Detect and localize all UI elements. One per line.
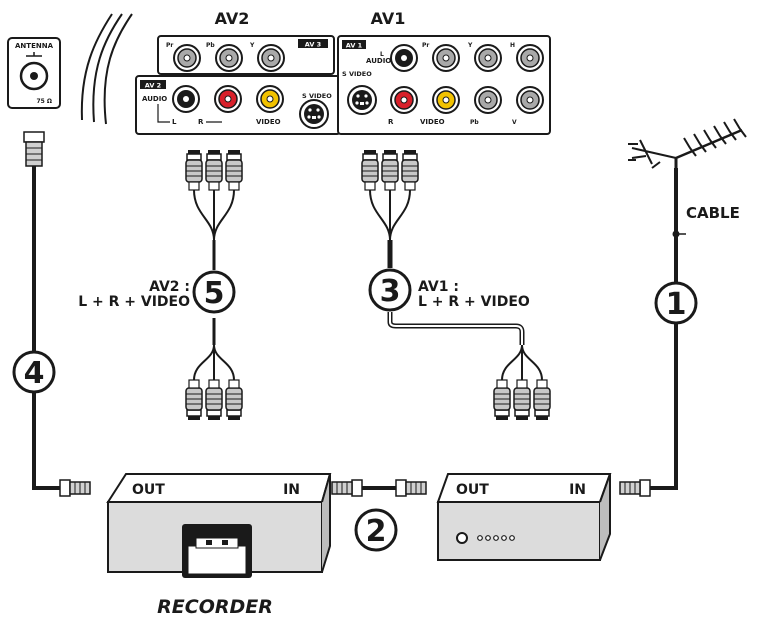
av1-audio-l-jack[interactable] bbox=[390, 44, 418, 72]
aerial-antenna-icon bbox=[628, 118, 747, 169]
receiver-dots-icon bbox=[477, 535, 515, 541]
av1-v-label: V bbox=[512, 119, 517, 126]
av1-pb-jack[interactable] bbox=[474, 86, 502, 114]
receiver-device: OUT IN bbox=[436, 473, 612, 561]
receiver-out-label: OUT bbox=[456, 482, 489, 498]
recorder-device: OUT IN bbox=[106, 473, 332, 578]
step-2-badge: 2 bbox=[354, 508, 398, 552]
av1-y-label: Y bbox=[467, 42, 473, 49]
av1-h-label: H bbox=[510, 42, 515, 49]
av2-connection-sublabel: L + R + VIDEO bbox=[78, 294, 190, 310]
av2-audio-r-jack[interactable] bbox=[214, 85, 242, 113]
av1-l-label: L bbox=[380, 51, 384, 58]
aerial-cable bbox=[650, 168, 678, 490]
av1-svideo-label: S VIDEO bbox=[342, 70, 372, 78]
av3-pb-jack[interactable] bbox=[215, 44, 243, 72]
av2-connection-label: AV2 : bbox=[149, 279, 190, 295]
av3-pr-label: Pr bbox=[166, 42, 173, 49]
recorder-out-label: OUT bbox=[132, 482, 165, 498]
recorder-out-plug bbox=[59, 479, 91, 497]
av2-video-jack[interactable] bbox=[256, 85, 284, 113]
av1-cable bbox=[361, 149, 551, 421]
step-5-number: 5 bbox=[204, 276, 225, 311]
av1-h-jack[interactable] bbox=[516, 44, 544, 72]
step-4-number: 4 bbox=[24, 356, 45, 391]
recorder-label: RECORDER bbox=[157, 596, 273, 618]
av1-video-label: VIDEO bbox=[420, 118, 445, 126]
tv-rear-panel: AV2 AV1 AV 3 Pr Pb Y AV 2 AUDIO L R VIDE… bbox=[135, 9, 551, 135]
wall-curves-icon bbox=[80, 13, 133, 125]
av2-video-label: VIDEO bbox=[256, 118, 281, 126]
av1-connection-label: AV1 : bbox=[418, 279, 459, 295]
av2-r-label: R bbox=[198, 118, 204, 126]
av1-connection-sublabel: L + R + VIDEO bbox=[418, 294, 530, 310]
av1-title: AV1 bbox=[371, 9, 406, 28]
av1-tag: AV 1 bbox=[346, 42, 363, 50]
antenna-socket[interactable]: ANTENNA 75 Ω bbox=[7, 37, 61, 109]
av1-y-jack[interactable] bbox=[474, 44, 502, 72]
antenna-label: ANTENNA bbox=[15, 42, 54, 50]
av3-tag: AV 3 bbox=[305, 41, 321, 49]
step-4-badge: 4 bbox=[12, 350, 56, 394]
av2-audio-label: AUDIO bbox=[142, 95, 167, 103]
av2-l-label: L bbox=[172, 118, 177, 126]
av2-audio-l-jack[interactable] bbox=[172, 85, 200, 113]
step-3-number: 3 bbox=[380, 274, 401, 309]
av1-pr-jack[interactable] bbox=[432, 44, 460, 72]
av2-svideo-jack[interactable] bbox=[299, 99, 329, 129]
step-2-number: 2 bbox=[366, 514, 387, 549]
receiver-in-label: IN bbox=[569, 482, 586, 498]
av1-v-jack[interactable] bbox=[516, 86, 544, 114]
av2-tag: AV 2 bbox=[145, 82, 161, 90]
recorder-in-label: IN bbox=[283, 482, 300, 498]
av1-audio-label: AUDIO bbox=[366, 57, 391, 65]
av2-svideo-label: S VIDEO bbox=[302, 92, 332, 100]
av1-svideo-jack[interactable] bbox=[347, 85, 377, 115]
av3-y-jack[interactable] bbox=[257, 44, 285, 72]
antenna-ohm: 75 Ω bbox=[36, 98, 52, 105]
box-in-plug bbox=[619, 479, 651, 497]
av2-cable bbox=[185, 149, 243, 421]
av3-pb-label: Pb bbox=[206, 42, 215, 49]
av2-title: AV2 bbox=[215, 9, 250, 28]
cable-label: CABLE bbox=[686, 204, 740, 222]
av1-pr-label: Pr bbox=[422, 42, 429, 49]
step-3-badge: 3 bbox=[368, 268, 412, 312]
power-led-icon bbox=[456, 532, 468, 544]
av1-r-label: R bbox=[388, 118, 394, 126]
av3-y-label: Y bbox=[249, 42, 255, 49]
av1-audio-r-jack[interactable] bbox=[390, 86, 418, 114]
middle-coax-cable bbox=[331, 479, 427, 497]
recorder-slot-icon bbox=[182, 524, 252, 578]
step-1-badge: 1 bbox=[654, 281, 698, 325]
av3-pr-jack[interactable] bbox=[173, 44, 201, 72]
step-5-badge: 5 bbox=[192, 270, 236, 314]
antenna-cable bbox=[23, 131, 60, 490]
av1-video-jack[interactable] bbox=[432, 86, 460, 114]
av3-panel bbox=[157, 35, 335, 75]
step-1-number: 1 bbox=[666, 287, 687, 322]
av1-pb-label: Pb bbox=[470, 119, 479, 126]
